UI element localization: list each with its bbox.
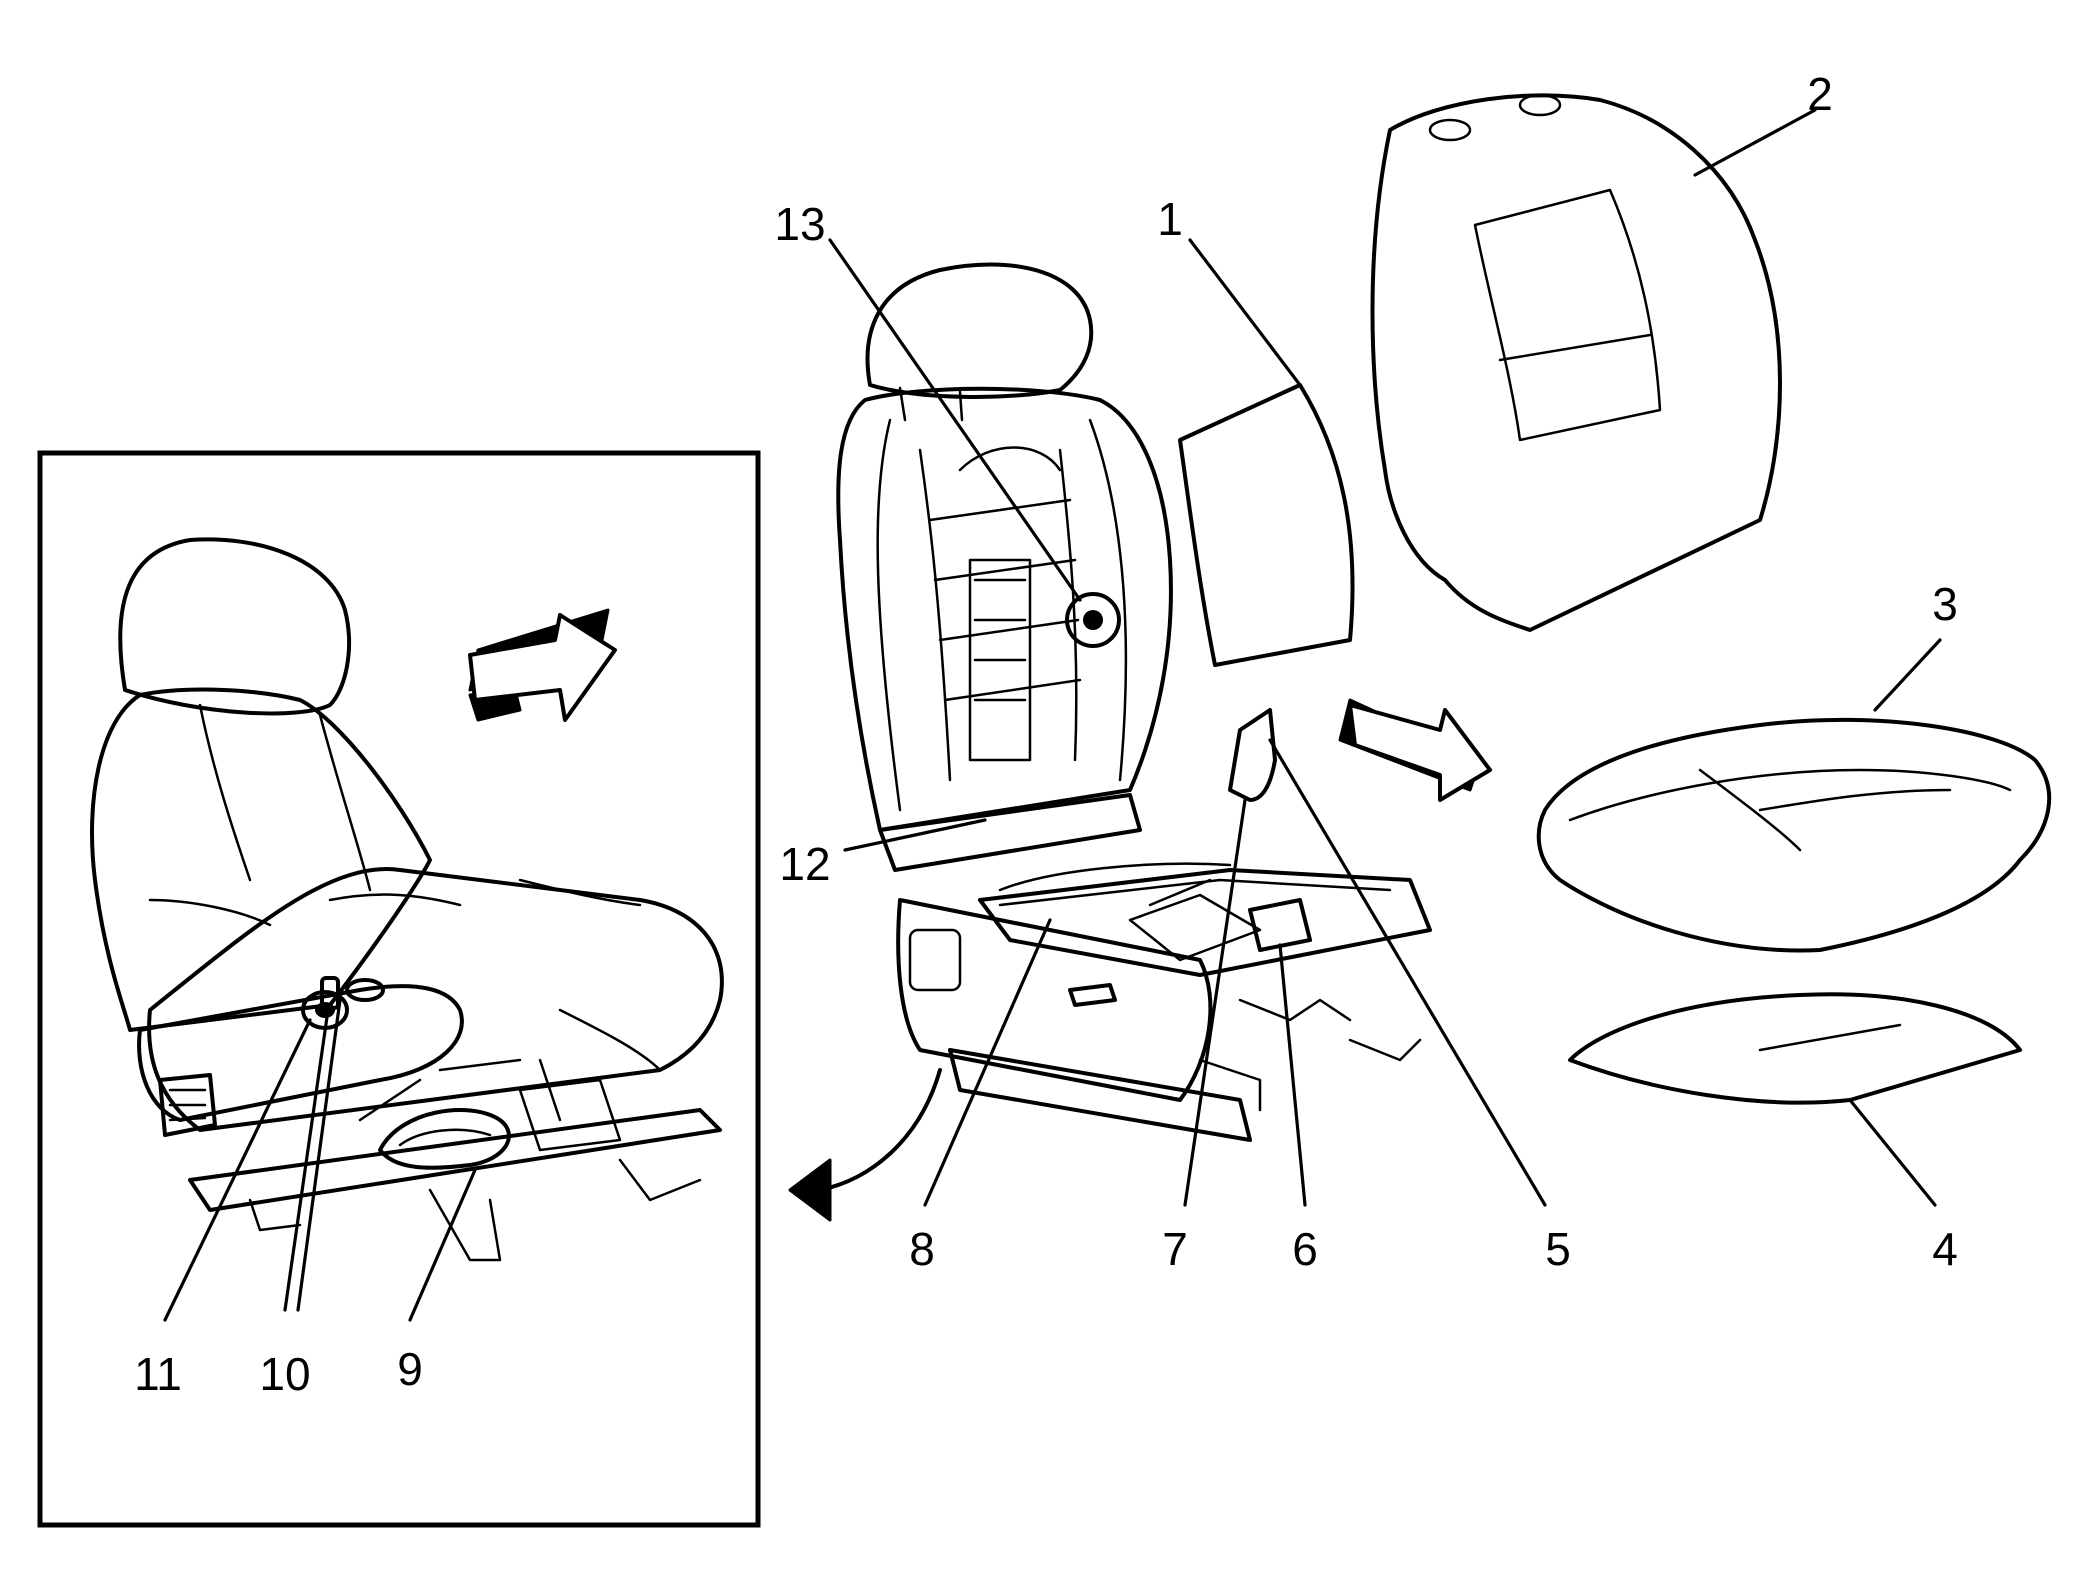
headrest xyxy=(865,262,1094,399)
seat-cushion-pad xyxy=(1568,992,2022,1105)
leader-10a xyxy=(283,1008,330,1312)
seatback-frame xyxy=(836,386,1173,832)
seatback-cover xyxy=(1370,93,1782,632)
leader-4 xyxy=(1848,1098,1937,1207)
callout-6: 6 xyxy=(1292,1223,1318,1275)
inset-seat-track xyxy=(188,1108,722,1212)
leader-1 xyxy=(1188,238,1302,387)
seat-cushion-cover xyxy=(1536,717,2052,953)
inset-direction-arrow xyxy=(468,608,617,722)
side-trim xyxy=(896,898,1213,1102)
leader-7 xyxy=(1183,798,1247,1207)
inset-side-trim xyxy=(137,984,464,1122)
callout-2: 2 xyxy=(1807,68,1833,120)
leader-3 xyxy=(1873,638,1942,712)
leader-13 xyxy=(828,238,1082,602)
callout-7: 7 xyxy=(1162,1223,1188,1275)
main-seat-frame xyxy=(788,262,1432,1222)
leader-2 xyxy=(1693,108,1817,177)
leader-5 xyxy=(1268,738,1547,1207)
inset-switch-knob xyxy=(320,976,340,1010)
callout-1: 1 xyxy=(1157,193,1183,245)
inset-assembled-seat xyxy=(37,450,761,1528)
leader-12 xyxy=(843,818,987,852)
leader-10b xyxy=(296,998,342,1312)
seatback-heater-pad xyxy=(1178,383,1355,667)
callout-3: 3 xyxy=(1932,578,1958,630)
callout-5: 5 xyxy=(1545,1223,1571,1275)
inset-headrest xyxy=(118,537,352,716)
leader-6 xyxy=(1278,943,1307,1207)
curved-arrow-to-inset xyxy=(788,1068,942,1222)
callout-8: 8 xyxy=(909,1223,935,1275)
seat-module xyxy=(1248,898,1312,952)
inset-lumbar-switch xyxy=(345,978,385,1002)
leader-9 xyxy=(408,1168,477,1322)
callout-11: 11 xyxy=(134,1348,182,1400)
cushion-frame xyxy=(978,868,1432,977)
leader-lines xyxy=(163,108,1942,1322)
callout-10: 10 xyxy=(259,1348,310,1400)
callout-13: 13 xyxy=(774,198,825,250)
lumbar-motor xyxy=(1065,592,1121,648)
inset-seatback xyxy=(90,687,432,1032)
leader-8 xyxy=(923,918,1052,1207)
inset-cushion xyxy=(147,867,724,1132)
leader-11 xyxy=(163,1018,312,1322)
callout-4: 4 xyxy=(1932,1223,1958,1275)
removal-arrow xyxy=(1338,698,1492,802)
callout-labels: 1 2 3 4 5 6 7 8 9 10 11 12 13 xyxy=(134,68,1958,1400)
callout-9: 9 xyxy=(397,1343,423,1395)
seat-belt-buckle xyxy=(1228,708,1277,802)
callout-12: 12 xyxy=(779,838,830,890)
inset-frame xyxy=(37,450,761,1528)
